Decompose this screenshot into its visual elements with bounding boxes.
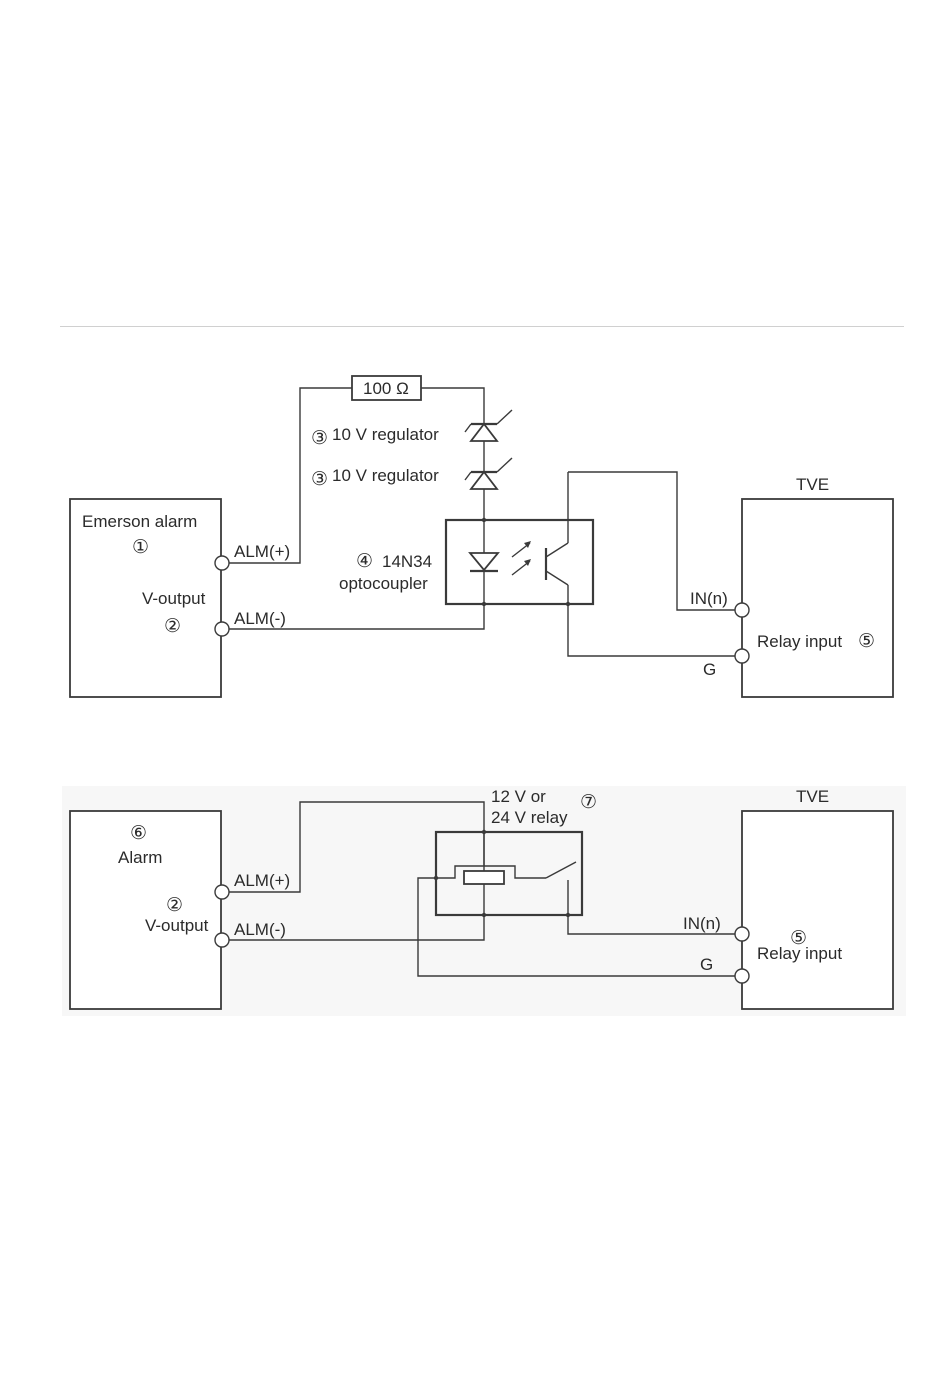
voutput-label: V-output <box>142 589 206 608</box>
alm-minus-terminal-b <box>215 933 229 947</box>
relay-wiring-diagram: ⑥ Alarm ② V-output TVE ⑤ Relay input 12 … <box>62 786 906 1016</box>
alm-minus-terminal <box>215 622 229 636</box>
alm-plus-label: ALM(+) <box>234 542 290 561</box>
zener-regulator-1 <box>465 410 512 441</box>
optocoupler-wiring-diagram: Emerson alarm ① V-output ② TVE Relay inp… <box>70 376 893 697</box>
g-label-b: G <box>700 955 713 974</box>
zener-regulator-2 <box>465 458 512 489</box>
tve-box <box>742 499 893 697</box>
relay-marker-7: ⑦ <box>580 792 597 813</box>
voutput-marker-2b: ② <box>166 895 183 916</box>
g-terminal <box>735 649 749 663</box>
tve-label: TVE <box>796 475 829 494</box>
alm-plus-terminal-b <box>215 885 229 899</box>
relay-input-label-b: Relay input <box>757 944 842 963</box>
alarm-label: Alarm <box>118 848 162 867</box>
regulator2-marker-3: ③ <box>311 469 328 490</box>
optocoupler-box <box>446 520 593 604</box>
alarm-marker-1: ① <box>132 537 149 558</box>
tve-label-b: TVE <box>796 787 829 806</box>
alm-plus-terminal <box>215 556 229 570</box>
in-n-terminal-b <box>735 927 749 941</box>
alm-plus-label-b: ALM(+) <box>234 871 290 890</box>
opto-marker-4: ④ <box>356 551 373 572</box>
relay-label-line1: 12 V or <box>491 787 546 806</box>
resistor-label: 100 Ω <box>363 379 409 398</box>
phototransistor-icon <box>546 472 568 604</box>
relay-input-marker-5: ⑤ <box>858 631 875 652</box>
alm-minus-label-b: ALM(-) <box>234 920 286 939</box>
relay-label-line2: 24 V relay <box>491 808 568 827</box>
g-wire <box>568 604 735 656</box>
tve-box-b <box>742 811 893 1009</box>
emerson-alarm-title: Emerson alarm <box>82 512 197 531</box>
regulator1-label: 10 V regulator <box>332 425 439 444</box>
in-n-terminal <box>735 603 749 617</box>
alm-minus-label: ALM(-) <box>234 609 286 628</box>
in-n-label-b: IN(n) <box>683 914 721 933</box>
voutput-label-b: V-output <box>145 916 209 935</box>
regulator2-label: 10 V regulator <box>332 466 439 485</box>
resistor-to-regulator-wire <box>421 388 484 424</box>
in-n-label: IN(n) <box>690 589 728 608</box>
opto-label-line1: 14N34 <box>382 552 432 571</box>
alarm-marker-6: ⑥ <box>130 823 147 844</box>
relay-input-label: Relay input <box>757 632 842 651</box>
opto-label-line2: optocoupler <box>339 574 428 593</box>
regulator1-marker-3: ③ <box>311 428 328 449</box>
voutput-marker-2: ② <box>164 616 181 637</box>
led-icon <box>470 520 531 604</box>
g-terminal-b <box>735 969 749 983</box>
g-label: G <box>703 660 716 679</box>
